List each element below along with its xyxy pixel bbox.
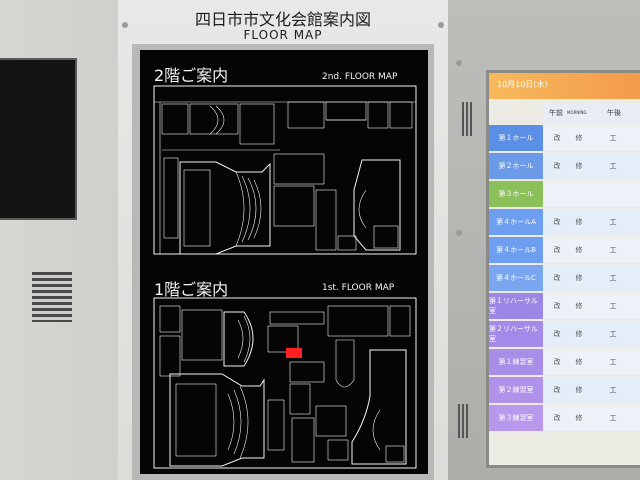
schedule-row: 第３ホール [489,181,640,207]
schedule-cell: 修 [575,358,583,366]
hall-name: 第４ホールA [489,209,543,235]
floor1-outline [153,297,417,469]
hall-name: 第４ホールB [489,237,543,263]
schedule-cell: 改 [553,330,561,338]
directory-title: 四日市市文化会館案内図 [194,10,371,29]
am-label: 午前 [549,109,563,117]
pm-label: 午後 [607,109,621,117]
schedule-cell: 改 [553,302,561,310]
you-are-here-marker [286,348,302,358]
hall-name: 第１練習室 [489,349,543,375]
schedule-cell: 工 [609,162,617,170]
schedule-cell: 修 [575,414,583,422]
schedule-cell: 工 [609,330,617,338]
schedule-cell: 改 [553,218,561,226]
floor1-label: 1階ご案内 [154,280,229,299]
schedule-cell: 改 [553,162,561,170]
floor1-right-block [289,349,407,465]
hall-name: 第４ホールC [489,265,543,291]
column-header-am: 午前 MORNING [543,103,601,123]
schedule-cell [571,181,587,207]
schedule-row: 第３練習室 改 修 工 [489,405,640,431]
hall-name: 第１リハーサル室 [489,293,543,319]
schedule-cell: 工 [609,246,617,254]
hall-name: 第１ホール [489,125,543,151]
mount-screw [438,22,444,28]
schedule-row: 第１リハーサル室 改 修 工 [489,293,640,319]
hall-name: 第３ホール [489,181,543,207]
floor2-rooms [161,101,413,151]
schedule-cell: 改 [553,134,561,142]
schedule-cell: 改 [553,414,561,422]
schedule-row: 第４ホールC 改 修 工 [489,265,640,291]
schedule-cell: 修 [575,134,583,142]
schedule-cell [605,181,621,207]
am-label-en: MORNING [567,110,587,115]
floor2-upper-hall [209,105,225,135]
schedule-cell: 工 [609,218,617,226]
mount-screw [122,22,128,28]
schedule-cell: 修 [575,330,583,338]
speaker-grille [32,272,72,322]
mount-screw [456,60,462,66]
schedule-cell: 修 [575,274,583,282]
schedule-row: 第２練習室 改 修 工 [489,377,640,403]
schedule-header: 10月10日(水) [489,73,640,99]
vent-slots [462,102,472,136]
floor2-hall [163,157,271,255]
schedule-row: 第４ホールB 改 修 工 [489,237,640,263]
schedule-screen: 10月10日(水) 午前 MORNING 午後 第１ホール改修工第２ホール改修工… [486,70,640,468]
schedule-cell: 工 [609,274,617,282]
floor2-label: 2階ご案内 [154,66,229,85]
schedule-row: 第１ホール 改 修 工 [489,125,640,151]
floor2-outline [153,85,417,255]
schedule-cell: 修 [575,302,583,310]
floor1-main-hall [169,373,285,467]
schedule-cell: 修 [575,386,583,394]
schedule-cell: 修 [575,246,583,254]
schedule-row: 第２ホール 改 修 工 [489,153,640,179]
schedule-cell: 改 [553,246,561,254]
schedule-cell: 改 [553,386,561,394]
hall-name: 第２練習室 [489,377,543,403]
vent-slots [458,404,468,438]
schedule-row: 第４ホールA 改 修 工 [489,209,640,235]
schedule-cell: 改 [553,358,561,366]
schedule-row: 第１練習室 改 修 工 [489,349,640,375]
left-display-screen [0,58,77,220]
schedule-row: 第２リハーサル室 改 修 工 [489,321,640,347]
schedule-cell: 工 [609,302,617,310]
schedule-cell: 工 [609,386,617,394]
column-header-pm: 午後 [601,103,640,123]
schedule-cell: 修 [575,218,583,226]
schedule-cell: 工 [609,134,617,142]
mount-screw [456,230,462,236]
floor2-right-block [273,153,401,251]
schedule-cell: 工 [609,414,617,422]
hall-name: 第３練習室 [489,405,543,431]
hall-name: 第２ホール [489,153,543,179]
schedule-cell: 工 [609,358,617,366]
schedule-cell: 改 [553,274,561,282]
directory-subtitle: FLOOR MAP [243,28,323,42]
hall-name: 第２リハーサル室 [489,321,543,347]
floor1-rooms [159,305,411,388]
schedule-date: 10月10日(水) [497,80,548,89]
floor1-label-en: 1st. FLOOR MAP [322,283,395,293]
floor2-label-en: 2nd. FLOOR MAP [322,72,398,82]
schedule-cell [549,181,565,207]
schedule-cell: 修 [575,162,583,170]
floor-plan-drawing [153,85,417,469]
